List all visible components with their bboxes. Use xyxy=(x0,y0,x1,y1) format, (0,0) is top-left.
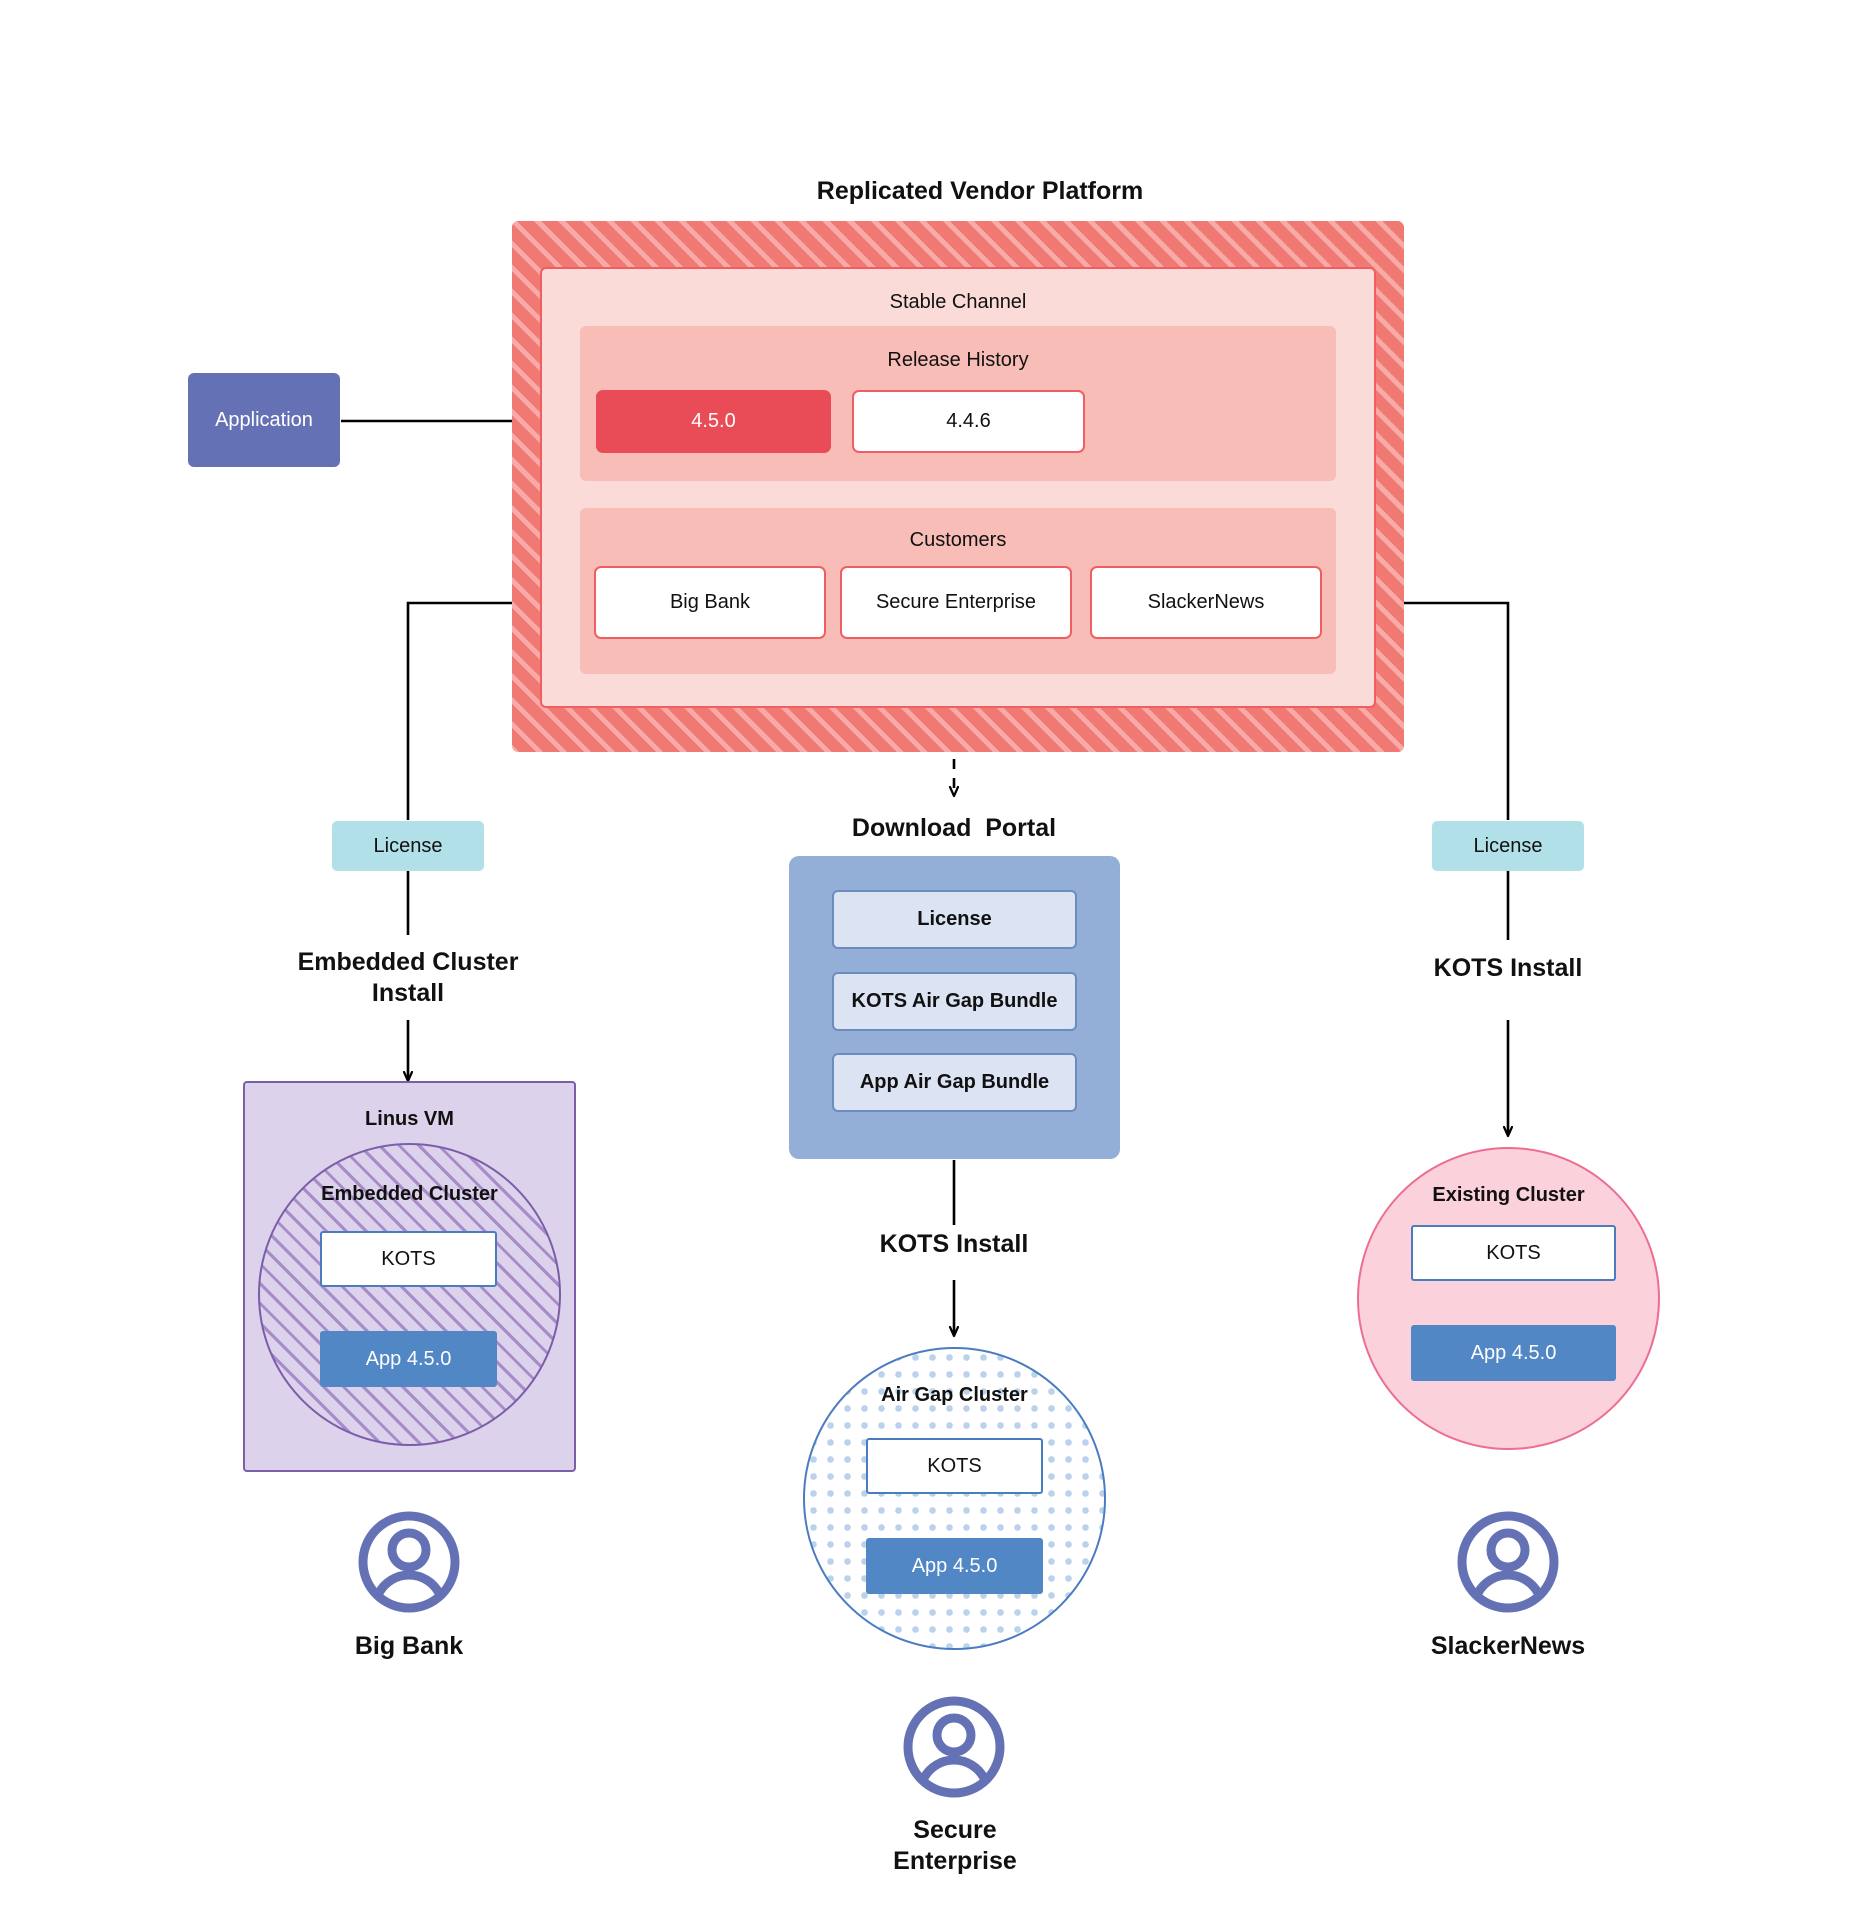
stable-channel-title: Stable Channel xyxy=(889,290,1027,313)
airgap-cluster-title: Air Gap Cluster xyxy=(881,1383,1028,1406)
application-box[interactable]: Application xyxy=(188,373,340,467)
download-portal-title: Download Portal xyxy=(851,814,1057,843)
page-title: Replicated Vendor Platform xyxy=(816,177,1144,206)
portal-item-license[interactable]: License xyxy=(832,890,1077,949)
portal-item-app-airgap-bundle[interactable]: App Air Gap Bundle xyxy=(832,1053,1077,1112)
existing-app-box[interactable]: App 4.5.0 xyxy=(1411,1325,1616,1381)
customer-card-secure-enterprise[interactable]: Secure Enterprise xyxy=(840,566,1072,639)
flow-label-embedded-install: Embedded Cluster Install xyxy=(297,947,519,1007)
airgap-app-box[interactable]: App 4.5.0 xyxy=(866,1538,1043,1594)
vm-app-box[interactable]: App 4.5.0 xyxy=(320,1331,497,1387)
flow-label-right-kots-install: KOTS Install xyxy=(1433,954,1583,983)
vm-kots-box[interactable]: KOTS xyxy=(320,1231,497,1287)
license-chip-left[interactable]: License xyxy=(332,821,484,871)
embedded-cluster-title: Embedded Cluster xyxy=(321,1182,498,1205)
avatar-slackernews xyxy=(1456,1510,1560,1614)
existing-cluster-circle xyxy=(1357,1147,1660,1450)
customers-title: Customers xyxy=(909,528,1007,551)
avatar-secure-enterprise xyxy=(902,1695,1006,1799)
embedded-cluster-circle xyxy=(258,1143,561,1446)
persona-label-slackernews: SlackerNews xyxy=(1430,1632,1586,1661)
existing-kots-box[interactable]: KOTS xyxy=(1411,1225,1616,1281)
linux-vm-title: Linus VM xyxy=(365,1107,454,1130)
release-history-title: Release History xyxy=(887,348,1029,371)
persona-label-secure-enterprise: Secure Enterprise xyxy=(893,1815,1017,1875)
avatar-big-bank xyxy=(357,1510,461,1614)
license-chip-right[interactable]: License xyxy=(1432,821,1584,871)
release-chip-previous[interactable]: 4.4.6 xyxy=(852,390,1085,453)
airgap-kots-box[interactable]: KOTS xyxy=(866,1438,1043,1494)
persona-label-big-bank: Big Bank xyxy=(354,1632,464,1661)
release-chip-current[interactable]: 4.5.0 xyxy=(596,390,831,453)
existing-cluster-title: Existing Cluster xyxy=(1432,1183,1585,1206)
airgap-cluster-circle xyxy=(803,1347,1106,1650)
customer-card-big-bank[interactable]: Big Bank xyxy=(594,566,826,639)
customer-card-slackernews[interactable]: SlackerNews xyxy=(1090,566,1322,639)
portal-item-kots-airgap-bundle[interactable]: KOTS Air Gap Bundle xyxy=(832,972,1077,1031)
flow-label-middle-kots-install: KOTS Install xyxy=(879,1230,1029,1259)
